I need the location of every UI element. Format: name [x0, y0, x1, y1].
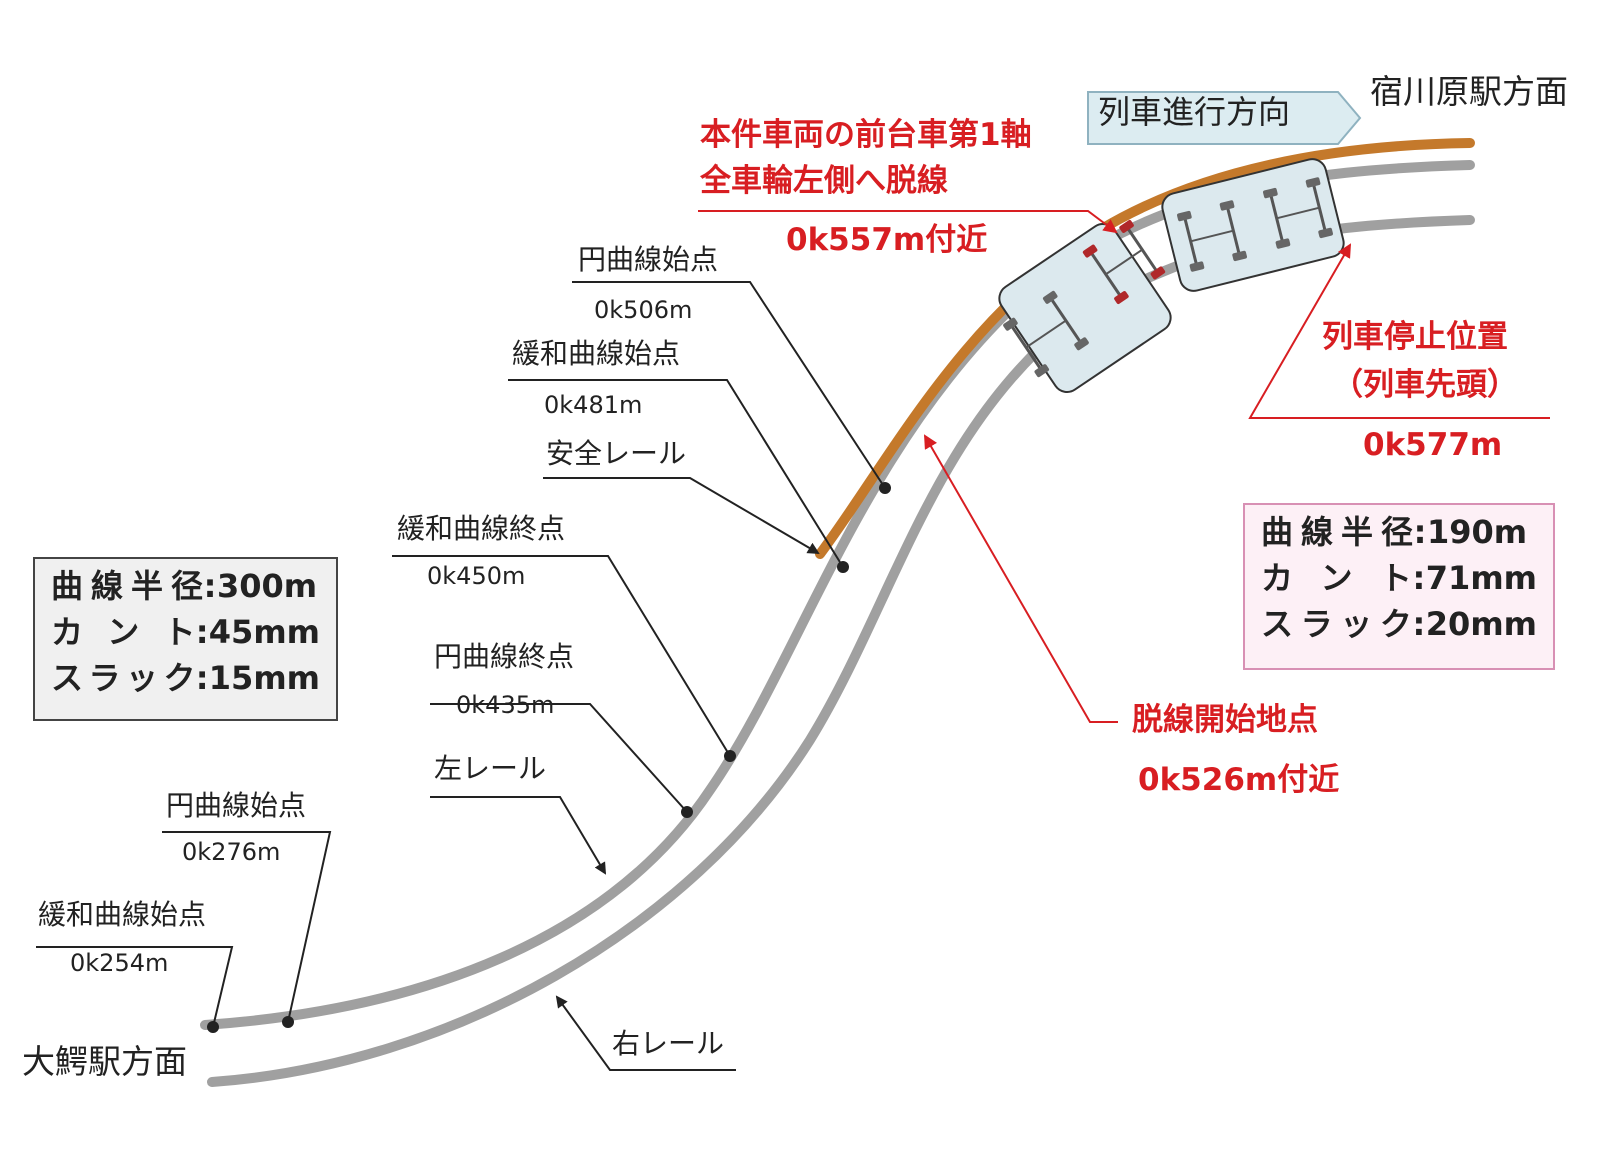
curve-left-radius: 曲線半径:300m — [51, 563, 320, 609]
railcar-rear — [998, 220, 1172, 393]
direction-label: 列車進行方向 — [1098, 93, 1291, 131]
label-0k481-name: 緩和曲線始点 — [512, 337, 681, 370]
label-safety-rail: 安全レール — [546, 437, 687, 470]
curve-info-right: 曲線半径:190m カ ン ト:71mm スラック:20mm — [1243, 503, 1555, 670]
label-0k506-km: 0k506m — [594, 296, 693, 324]
start-point-km: 0k526m付近 — [1138, 762, 1340, 798]
curve-right-radius: 曲線半径:190m — [1261, 509, 1537, 555]
curve-right-cant: カ ン ト:71mm — [1261, 555, 1537, 601]
curve-right-cant-key: カ ン ト — [1261, 559, 1412, 597]
curve-right-radius-value: 190m — [1427, 513, 1528, 551]
station-left: 大鰐駅方面 — [22, 1042, 187, 1081]
curve-left-cant: カ ン ト:45mm — [51, 609, 320, 655]
curve-left-cant-key: カ ン ト — [51, 613, 196, 651]
label-0k506-name: 円曲線始点 — [578, 243, 719, 276]
bogie-front-derailed — [1082, 220, 1166, 304]
label-0k450-km: 0k450m — [427, 562, 526, 590]
start-point-name: 脱線開始地点 — [1132, 702, 1318, 738]
label-0k254-name: 緩和曲線始点 — [38, 898, 207, 931]
label-0k435-name: 円曲線終点 — [434, 640, 575, 673]
derail-line1: 本件車両の前台車第1軸 — [700, 117, 1032, 153]
curve-left-radius-value: 300m — [217, 567, 318, 605]
stop-point-km: 0k577m — [1363, 427, 1503, 463]
label-0k450-name: 緩和曲線終点 — [397, 512, 566, 545]
label-left-rail: 左レール — [434, 752, 547, 785]
curve-right-slack-key: スラック — [1261, 605, 1412, 643]
curve-right-slack-value: 20mm — [1425, 605, 1537, 643]
label-0k276-name: 円曲線始点 — [166, 789, 307, 822]
bogie-car2-front — [1263, 177, 1333, 249]
label-0k435-km: 0k435m — [456, 691, 555, 719]
curve-right-cant-value: 71mm — [1425, 559, 1537, 597]
red-leader-lines — [698, 210, 1550, 723]
curve-left-cant-value: 45mm — [208, 613, 320, 651]
curve-right-slack: スラック:20mm — [1261, 601, 1537, 647]
label-0k276-km: 0k276m — [182, 838, 281, 866]
curve-left-slack-key: スラック — [51, 659, 196, 697]
stop-point-line1: 列車停止位置 — [1322, 319, 1508, 355]
railcar-front — [1161, 158, 1345, 292]
direction-arrow — [1087, 91, 1362, 145]
curve-info-left: 曲線半径:300m カ ン ト:45mm スラック:15mm — [33, 557, 338, 721]
curve-left-radius-key: 曲線半径 — [51, 567, 203, 605]
label-0k481-km: 0k481m — [544, 391, 643, 419]
curve-left-slack-value: 15mm — [208, 659, 320, 697]
stop-point-line2: （列車先頭） — [1332, 367, 1518, 403]
label-0k254-km: 0k254m — [70, 949, 169, 977]
bogie-car2-rear — [1177, 200, 1247, 272]
derail-line2: 全車輪左側へ脱線 — [700, 163, 948, 199]
bogie-rear — [1003, 290, 1089, 378]
station-right: 宿川原駅方面 — [1370, 72, 1568, 111]
leader-lines — [36, 281, 886, 1071]
label-right-rail: 右レール — [612, 1027, 725, 1060]
derail-km: 0k557m付近 — [786, 222, 988, 258]
curve-left-slack: スラック:15mm — [51, 655, 320, 701]
curve-right-radius-key: 曲線半径 — [1261, 513, 1413, 551]
